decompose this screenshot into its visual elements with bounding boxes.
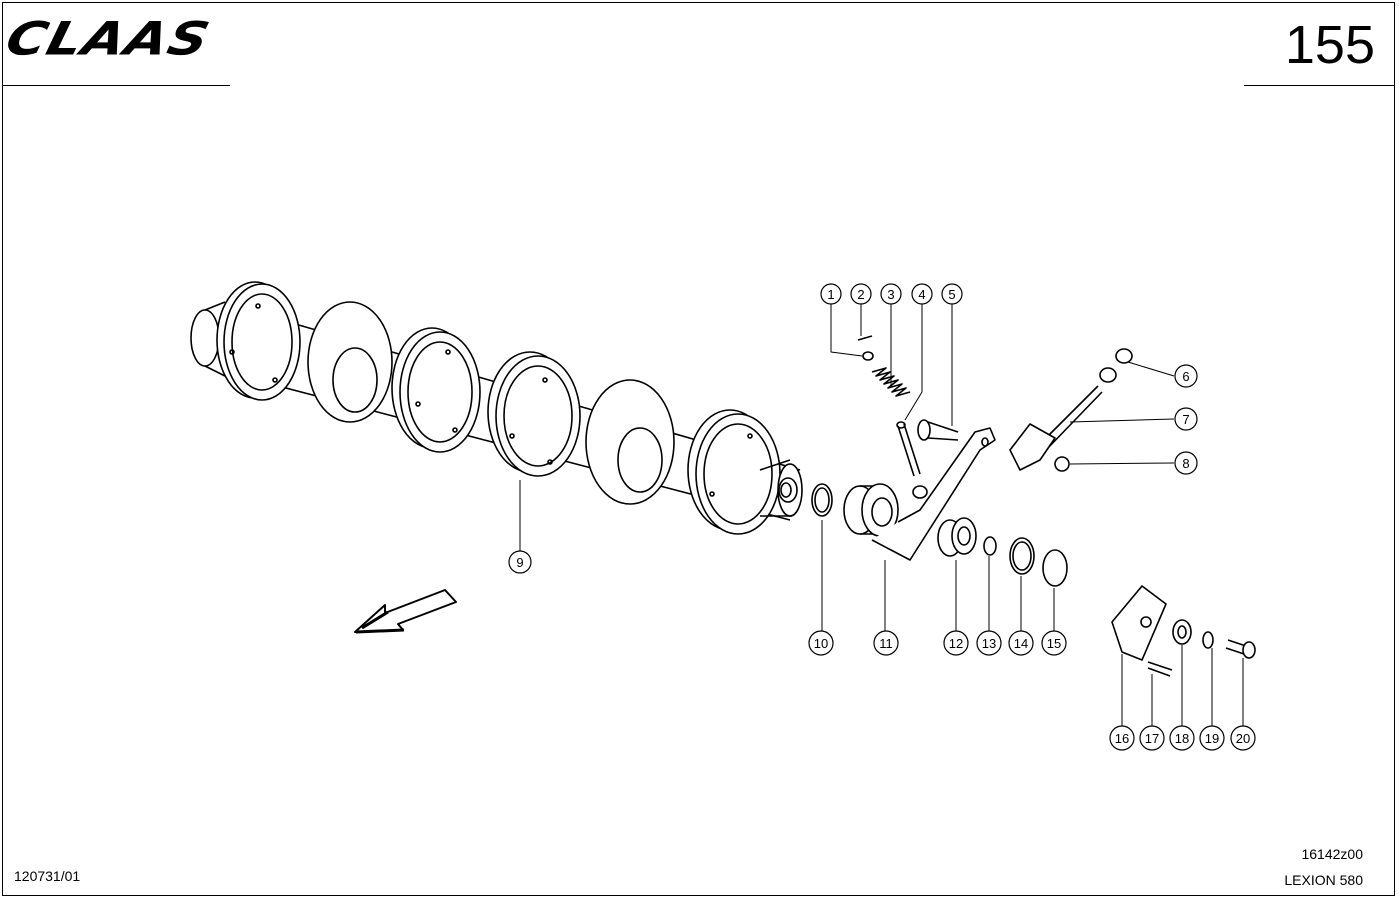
part-11-bearing-bracket — [843, 427, 996, 561]
svg-text:4: 4 — [918, 287, 925, 302]
svg-text:12: 12 — [949, 636, 963, 651]
part-1-washer — [862, 351, 874, 361]
callout-17: 17 — [1139, 725, 1165, 751]
part-17-dowel — [1147, 661, 1173, 677]
callout-1: 1 — [820, 283, 842, 305]
callout-12: 12 — [943, 630, 969, 656]
svg-text:10: 10 — [814, 636, 828, 651]
part-8-bracket-nut — [1009, 423, 1070, 472]
svg-text:6: 6 — [1182, 369, 1189, 384]
part-6-nuts — [1099, 348, 1133, 383]
part-20-bolt — [1225, 639, 1256, 659]
svg-text:20: 20 — [1236, 731, 1250, 746]
part-16-block — [1111, 585, 1167, 661]
callout-19: 19 — [1199, 725, 1225, 751]
svg-text:7: 7 — [1182, 412, 1189, 427]
callout-20: 20 — [1230, 725, 1256, 751]
part-10-ring — [811, 483, 833, 517]
drawing-reference: 16142z00 — [1301, 846, 1363, 862]
svg-text:16: 16 — [1115, 731, 1129, 746]
part-12-bearing — [937, 517, 977, 557]
part-13-circlip — [983, 536, 997, 556]
svg-text:1: 1 — [827, 287, 834, 302]
callout-14: 14 — [1008, 630, 1034, 656]
callout-15: 15 — [1041, 630, 1067, 656]
part-15-ring — [1042, 549, 1068, 587]
callout-18: 18 — [1169, 725, 1195, 751]
svg-text:19: 19 — [1205, 731, 1219, 746]
callout-11: 11 — [873, 630, 899, 656]
callout-10: 10 — [808, 630, 834, 656]
svg-text:15: 15 — [1047, 636, 1061, 651]
svg-text:18: 18 — [1175, 731, 1189, 746]
svg-text:9: 9 — [516, 555, 523, 570]
part-5-bolt — [917, 419, 959, 441]
callout-13: 13 — [976, 630, 1002, 656]
svg-text:5: 5 — [948, 287, 955, 302]
header-rule-right — [1244, 85, 1395, 86]
page-number: 155 — [1284, 15, 1375, 75]
auger-shaft-assembly — [190, 281, 803, 535]
part-2-pin — [857, 335, 873, 341]
svg-text:13: 13 — [982, 636, 996, 651]
callout-6: 6 — [1174, 364, 1198, 388]
callout-9: 9 — [508, 550, 532, 574]
document-code: 120731/01 — [14, 868, 81, 884]
machine-model: LEXION 580 — [1284, 872, 1363, 888]
part-4-pin — [897, 423, 921, 477]
part-18-bushing — [1172, 619, 1192, 645]
svg-text:2: 2 — [857, 287, 864, 302]
svg-text:11: 11 — [879, 636, 893, 651]
callout-8: 8 — [1174, 451, 1198, 475]
part-14-washer — [1009, 537, 1035, 575]
direction-arrow-icon — [354, 589, 457, 633]
svg-text:17: 17 — [1145, 731, 1159, 746]
callout-4: 4 — [911, 283, 933, 305]
callout-2: 2 — [850, 283, 872, 305]
callout-16: 16 — [1109, 725, 1135, 751]
part-19-washer — [1202, 631, 1214, 649]
svg-text:14: 14 — [1014, 636, 1028, 651]
callout-3: 3 — [880, 283, 902, 305]
svg-text:3: 3 — [887, 287, 894, 302]
callout-5: 5 — [941, 283, 963, 305]
callout-7: 7 — [1174, 407, 1198, 431]
svg-text:8: 8 — [1182, 456, 1189, 471]
header-rule-left — [2, 85, 230, 86]
